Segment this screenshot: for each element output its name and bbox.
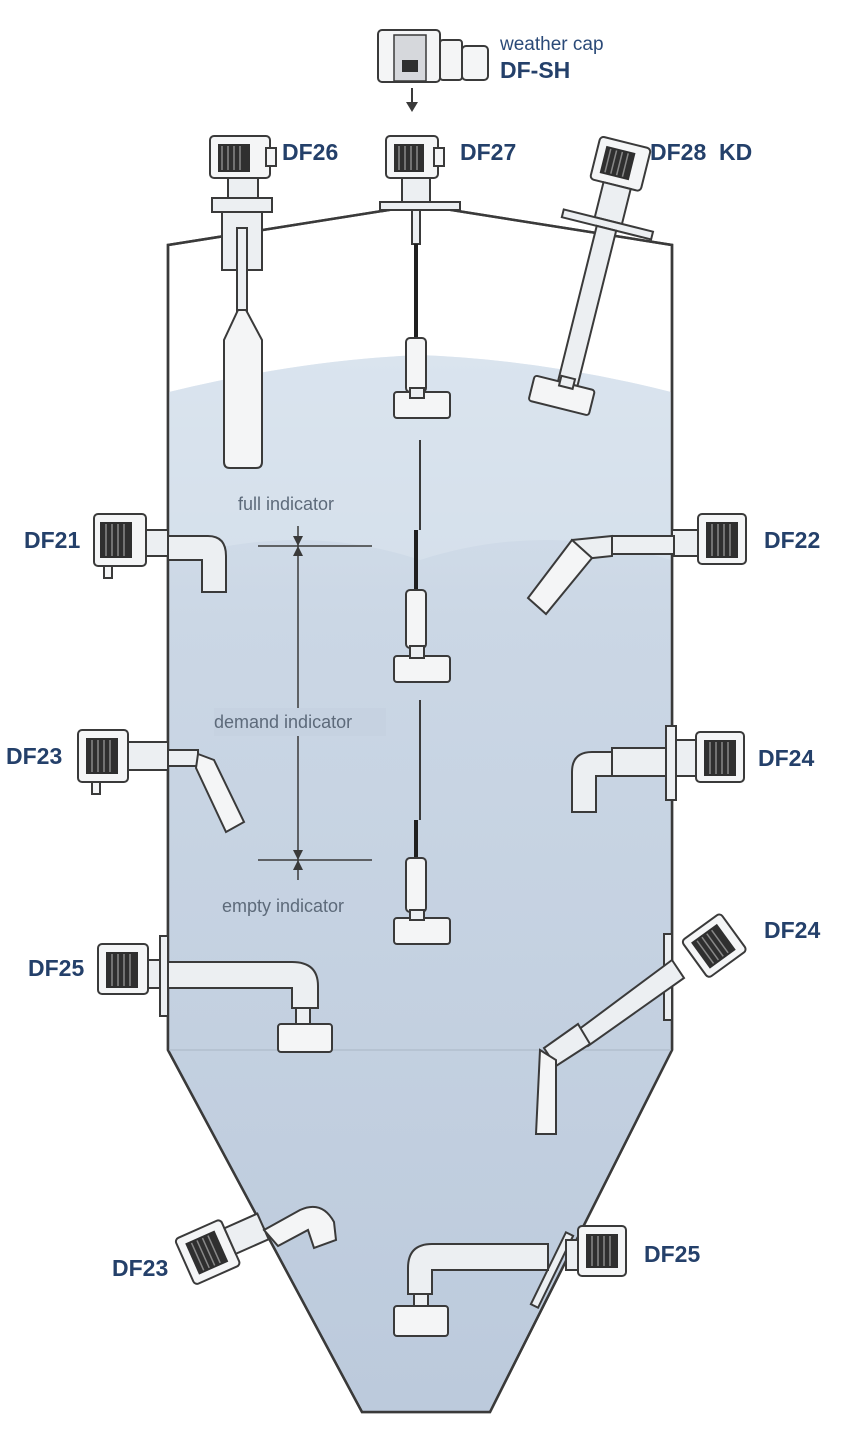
df25-bottom-label: DF25 bbox=[644, 1241, 700, 1267]
df24-angled-label: DF24 bbox=[764, 917, 820, 943]
df23-left-label: DF23 bbox=[6, 743, 62, 769]
df22-sensor bbox=[526, 513, 747, 616]
df23-bottom-label: DF23 bbox=[112, 1255, 168, 1281]
df27-label: DF27 bbox=[460, 139, 516, 165]
df24-angled-sensor bbox=[534, 913, 747, 1135]
df25-left-sensor bbox=[97, 935, 333, 1053]
df23-bottom-sensor bbox=[174, 1206, 338, 1285]
weather-cap-device bbox=[377, 29, 489, 112]
df24-right-sensor bbox=[571, 725, 745, 813]
df26-sensor bbox=[209, 135, 277, 469]
df22-label: DF22 bbox=[764, 527, 820, 553]
weather-cap-label: weather cap bbox=[499, 34, 604, 55]
df21-sensor bbox=[93, 513, 227, 593]
df21-label: DF21 bbox=[24, 527, 80, 553]
df26-label: DF26 bbox=[282, 139, 338, 165]
full-indicator-label: full indicator bbox=[238, 494, 334, 514]
indicator-dimension bbox=[214, 526, 386, 880]
df27-sensor bbox=[379, 135, 461, 945]
df-sh-label: DF-SH bbox=[500, 57, 570, 83]
df25-left-label: DF25 bbox=[28, 955, 84, 981]
df28-kd-sensor bbox=[528, 135, 655, 416]
df28-label: DF28 KD bbox=[650, 139, 752, 165]
empty-indicator-label: empty indicator bbox=[222, 896, 344, 916]
demand-indicator-label: demand indicator bbox=[214, 712, 352, 732]
df24-right-label: DF24 bbox=[758, 745, 814, 771]
df25-bottom-sensor bbox=[393, 1225, 627, 1337]
df23-left-sensor bbox=[77, 729, 246, 834]
